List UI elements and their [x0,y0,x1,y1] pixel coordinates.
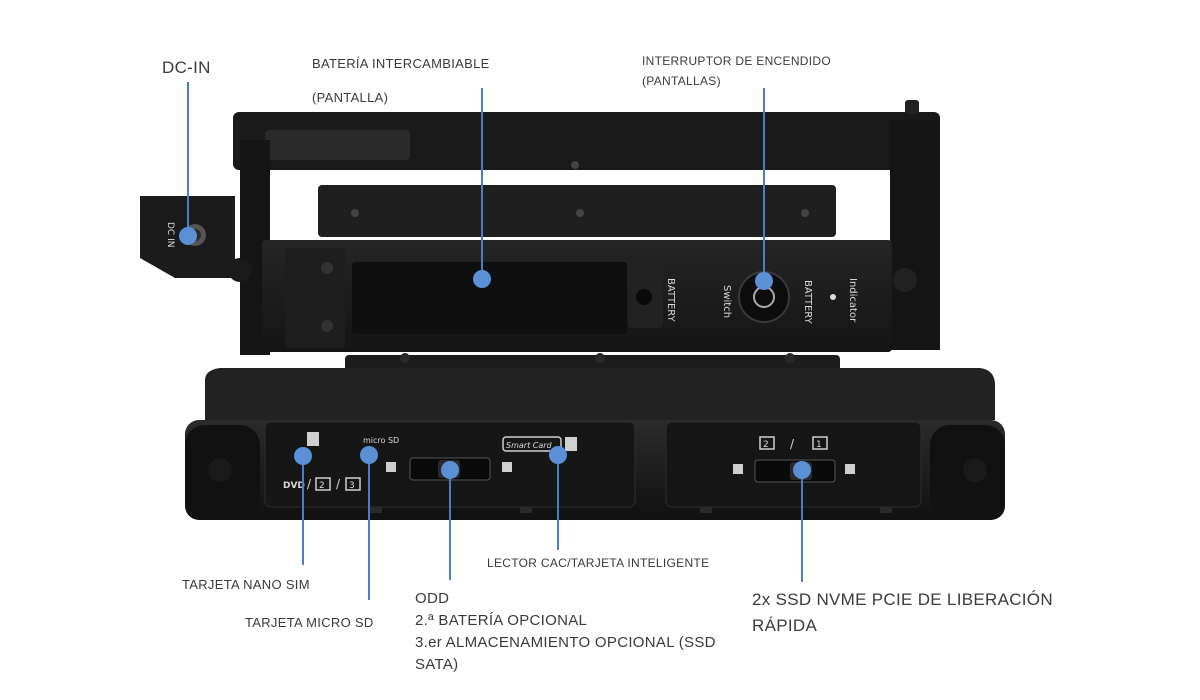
indicator-label: Indicator [847,278,858,323]
nano-sim-label: TARJETA NANO SIM [182,577,310,592]
battery-swap-label: BATERÍA INTERCAMBIABLE [312,56,490,71]
switch-label: Switch [721,285,732,318]
odd-label: ODD [415,590,450,607]
ssd-1-icon: 1 [816,440,822,450]
smart-card-icon [502,436,562,452]
ssd-label-cont: RÁPIDA [752,616,818,635]
third-storage-label-cont: SATA) [415,656,459,673]
card-icon [565,437,577,451]
ssd-lock-open-icon [845,464,855,474]
lid [233,100,940,170]
battery2-label: BATTERY [802,280,813,325]
ssd-label: 2x SSD NVME PCIE DE LIBERACIÓN [752,590,1053,609]
power-switch-label: INTERRUPTOR DE ENCENDIDO [642,54,831,68]
bay-3-icon: 3 [349,481,355,491]
ssd-2-icon: 2 [763,440,769,450]
battery-label: BATTERY [665,278,676,323]
power-switch-sublabel: (PANTALLAS) [642,74,721,88]
second-battery-label: 2.ª BATERÍA OPCIONAL [415,612,588,629]
battery-swap-sublabel: (PANTALLA) [312,90,389,105]
svg-text:/: / [790,437,795,451]
micro-sd-label: TARJETA MICRO SD [245,615,374,630]
bay-2-icon: 2 [319,481,325,491]
lock-closed-icon [386,462,396,472]
svg-text:Smart Card: Smart Card [506,441,553,450]
micro-sd-icon: micro SD [363,436,399,445]
svg-text:/: / [336,477,341,491]
dc-in-port-label: DC IN [165,222,175,247]
ssd-lock-closed-icon [733,464,743,474]
dc-in-label: DC-IN [162,58,211,77]
sim-card-icon [307,432,319,446]
callout-leaders [179,82,811,600]
odd-label-group: ODD 2.ª BATERÍA OPCIONAL 3.er ALMACENAMI… [415,588,735,676]
right-frame [890,120,940,350]
third-storage-label: 3.er ALMACENAMIENTO OPCIONAL (SSD [415,634,716,651]
svg-text:/: / [307,477,312,491]
smart-card-reader-label: LECTOR CAC/TARJETA INTELIGENTE [487,556,710,570]
dvd-icon: DVD [283,481,305,491]
lock-open-icon [502,462,512,472]
battery-module: BATTERY Switch BATTERY Indicator [262,240,892,352]
